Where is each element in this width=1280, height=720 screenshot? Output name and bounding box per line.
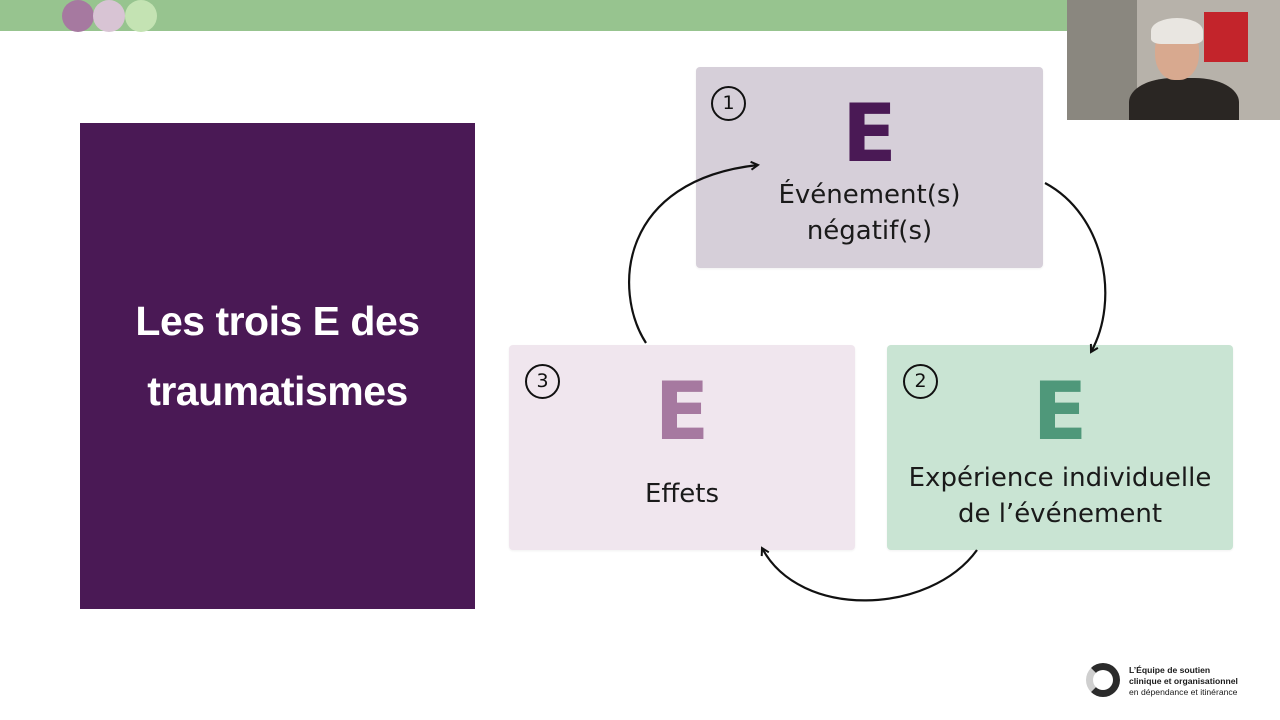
card-experience: 2 E Expérience individuelle de l’événeme…: [887, 345, 1233, 550]
card-evenements: 1 E Événement(s) négatif(s): [696, 67, 1043, 268]
organization-logo: L’Équipe de soutien clinique et organisa…: [1085, 662, 1265, 702]
webcam-speaker-hair: [1151, 18, 1203, 44]
step-number-3: 3: [525, 364, 560, 399]
step-number-2: 2: [903, 364, 938, 399]
webcam-background: [1067, 0, 1137, 120]
decorative-circle-purple: [62, 0, 94, 32]
card-label-line: Effets: [644, 479, 720, 509]
slide-title: Les trois E des traumatismes: [135, 298, 420, 414]
decorative-circle-pink: [93, 0, 125, 32]
decorative-circle-green: [125, 0, 157, 32]
arrow-card1-to-card2: [1044, 182, 1107, 352]
logo-ring-icon: [1086, 663, 1120, 697]
card-letter: E: [842, 87, 897, 180]
logo-line: clinique et organisationnel: [1129, 676, 1238, 686]
card-label-line: négatif(s): [806, 216, 933, 246]
webcam-speaker-body: [1129, 78, 1239, 120]
webcam-video-feed: [1067, 0, 1280, 120]
card-label-line: Expérience individuelle: [908, 463, 1212, 493]
logo-line: L’Équipe de soutien: [1129, 665, 1211, 675]
card-label-line: Événement(s): [778, 180, 961, 210]
logo-text: L’Équipe de soutien clinique et organisa…: [1129, 665, 1269, 698]
logo-line: en dépendance et itinérance: [1129, 687, 1238, 697]
webcam-background-painting: [1204, 12, 1248, 62]
card-letter: E: [1032, 365, 1088, 458]
card-label-line: de l’événement: [957, 499, 1163, 529]
top-accent-bar: [0, 0, 1067, 31]
card-effets: 3 E Effets: [509, 345, 855, 550]
card-letter: E: [654, 365, 710, 458]
step-number-1: 1: [711, 86, 746, 121]
arrow-card2-to-card3: [762, 548, 978, 602]
card-label: Expérience individuelle de l’événement: [887, 460, 1233, 532]
card-label: Effets: [509, 476, 855, 512]
card-label: Événement(s) négatif(s): [696, 177, 1043, 249]
title-panel: Les trois E des traumatismes: [80, 123, 475, 609]
